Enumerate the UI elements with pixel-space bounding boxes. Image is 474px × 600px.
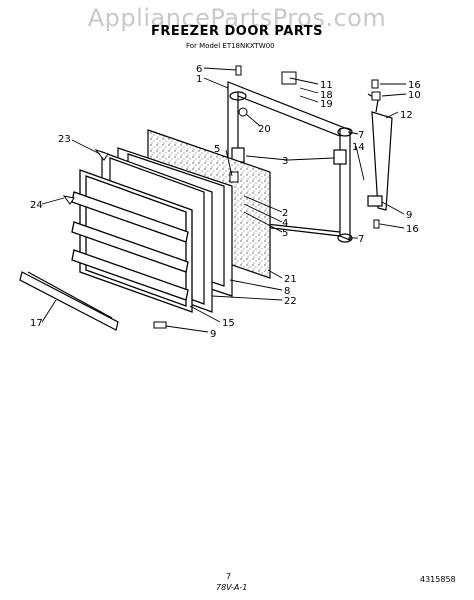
callout-18: 18 (320, 90, 333, 101)
callout-labels: 6 1 11 18 19 20 16 10 12 7 14 3 5 2 4 5 … (30, 64, 421, 340)
document-number: 4315858 (420, 575, 456, 584)
callout-16-bottom: 16 (406, 224, 419, 235)
page-number: 7 (226, 572, 232, 581)
callout-3: 3 (282, 156, 288, 167)
callout-7-bottom: 7 (358, 234, 364, 245)
callout-13: 11 (320, 80, 333, 91)
callout-20: 20 (258, 124, 271, 135)
callout-19: 19 (320, 99, 333, 110)
callout-5-top: 5 (214, 144, 220, 155)
callout-5-bottom: 5 (282, 228, 288, 239)
callout-9: 9 (210, 329, 216, 340)
callout-12: 12 (400, 110, 413, 121)
outer-door (71, 169, 193, 313)
callout-1: 1 (196, 74, 202, 85)
callout-10: 10 (408, 90, 421, 101)
callout-4: 4 (282, 218, 288, 229)
callout-2: 2 (282, 208, 288, 219)
leader-lines (41, 67, 407, 333)
hardware-parts (62, 65, 381, 329)
diagram-title: FREEZER DOOR PARTS (151, 24, 323, 39)
watermark: AppliancePartsPros.com (87, 4, 387, 32)
callout-22: 22 (284, 296, 297, 307)
handwritten-note: 78V-A-1 (216, 583, 248, 592)
callout-16-top: 16 (408, 80, 421, 91)
door-bottom-trim (19, 271, 119, 331)
callout-14: 14 (352, 142, 365, 153)
hinge-rod (367, 93, 393, 211)
callout-21: 21 (284, 274, 297, 285)
callout-17: 17 (30, 318, 43, 329)
callout-23: 23 (58, 134, 71, 145)
callout-6: 6 (196, 64, 202, 75)
callout-7-top: 7 (358, 130, 364, 141)
callout-15: 15 (222, 318, 235, 329)
callout-24: 24 (30, 200, 43, 211)
callout-11: 9 (406, 210, 412, 221)
callout-8: 8 (284, 286, 290, 297)
model-subtitle: For Model ET18NKXTW00 (186, 42, 275, 50)
